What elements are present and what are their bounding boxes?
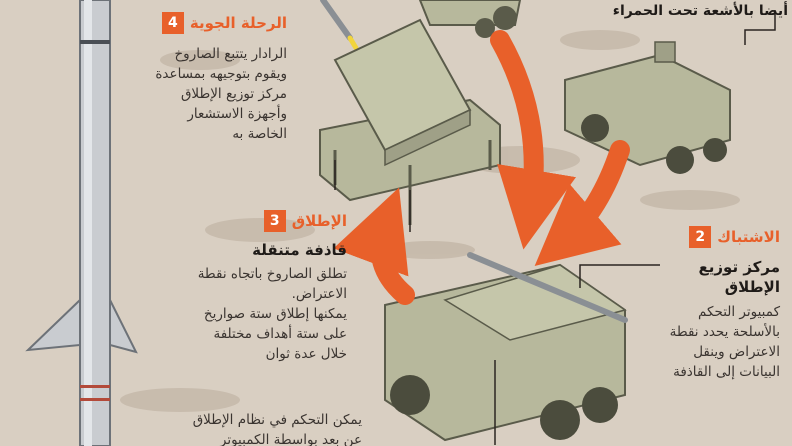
step-2-subtitle-line: مركز توزيع	[698, 258, 780, 276]
step-2-subtitle-line: الإطلاق	[724, 278, 780, 296]
step-4-title: الرحلة الجوية	[189, 14, 287, 32]
step-2-header: 2 الاشتباك	[689, 226, 780, 248]
step-4-line: الرادار يتتبع الصاروخ	[174, 46, 287, 62]
step-4-line: الخاصة به	[232, 126, 287, 142]
interceptor-missile	[25, 0, 138, 446]
step-4-line: وأجهزة الاستشعار	[187, 106, 287, 122]
step-3-subtitle: قاذفة متنقلة	[252, 241, 347, 259]
ir-caption: أيضا بالأشعة تحت الحمراء	[612, 3, 788, 19]
step-2-number: 2	[689, 226, 712, 248]
step-3-title: الإطلاق	[291, 212, 347, 230]
step-2-body: كمبيوتر التحكم بالأسلحة يحدد نقطة الاعتر…	[670, 302, 780, 382]
step-4-body: الرادار يتتبع الصاروخ ويقوم بتوجيهه بمسا…	[155, 44, 287, 144]
step-4-line: مركز توزيع الإطلاق	[180, 86, 287, 102]
step-4-number: 4	[161, 12, 184, 34]
step-4-header: 4 الرحلة الجوية	[161, 12, 287, 34]
step-3-number: 3	[263, 210, 286, 232]
flow-arrows	[333, 30, 630, 305]
step-3-header: 3 الإطلاق	[263, 210, 347, 232]
step-3-line: يمكنها إطلاق ستة صواريخ	[203, 306, 347, 322]
mobile-launcher	[319, 18, 501, 225]
step-2-title: الاشتباك	[717, 228, 780, 246]
step-2-line: بالأسلحة يحدد نقطة	[669, 324, 780, 340]
radar-truck	[418, 0, 522, 38]
step-3-line: تطلق الصاروخ باتجاه نقطة	[197, 266, 347, 282]
step-2-line: الاعتراض وينقل	[693, 344, 780, 360]
step-3-line: على ستة أهداف مختلفة	[213, 326, 347, 342]
footer-note: يمكن التحكم في نظام الإطلاق عن بعد بواسط…	[193, 410, 362, 446]
step-4-line: ويقوم بتوجيهه بمساعدة	[155, 66, 287, 82]
footer-line: عن بعد بواسطة الكمبيوتر	[219, 432, 362, 446]
leader-lines	[334, 10, 776, 445]
step-2-line: كمبيوتر التحكم	[698, 304, 780, 320]
infrared-sensor-truck	[564, 41, 731, 174]
missile-in-flight	[320, 0, 359, 51]
step-2-subtitle: مركز توزيع الإطلاق	[699, 257, 780, 297]
step-3-body: تطلق الصاروخ باتجاه نقطة الاعتراض. يمكنه…	[198, 264, 347, 364]
step-3-line: الاعتراض.	[291, 286, 347, 302]
step-2-line: البيانات إلى القاذفة	[673, 364, 780, 380]
footer-line: يمكن التحكم في نظام الإطلاق	[192, 412, 362, 428]
step-3-line: خلال عدة ثوان	[265, 346, 347, 362]
